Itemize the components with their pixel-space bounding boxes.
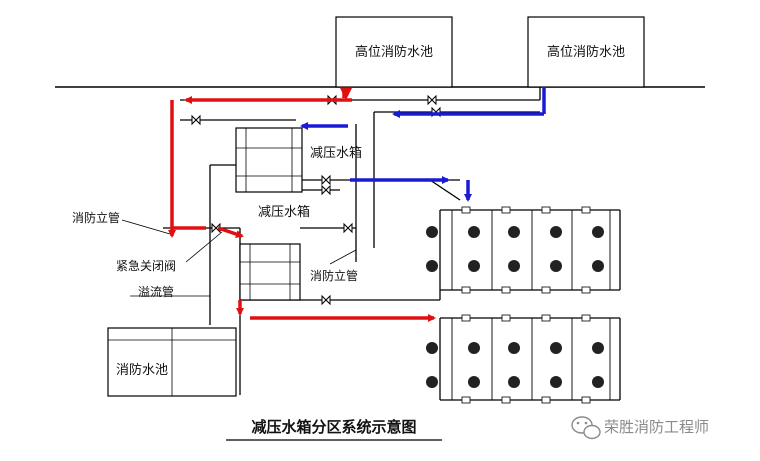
- fire-pool-label: 消防水池: [116, 362, 168, 378]
- valve-icon: [191, 94, 441, 306]
- watermark-text: 荣胜消防工程师: [604, 418, 709, 436]
- overflow-pipe-label: 溢流管: [138, 284, 174, 299]
- riser-left-label: 消防立管: [72, 210, 120, 225]
- emergency-valve-label: 紧急关闭阀: [116, 258, 176, 273]
- high-tank-right-label: 高位消防水池: [547, 44, 625, 60]
- pressure-box-lower: [239, 243, 301, 301]
- pressure-box-upper: [235, 127, 303, 193]
- blue-flow: [300, 87, 546, 202]
- hydrant-grid-upper: [426, 206, 611, 294]
- riser-right-label: 消防立管: [310, 268, 358, 283]
- pressure-box-lower-label: 减压水箱: [258, 204, 310, 220]
- red-flow: [168, 90, 436, 322]
- hydrant-grid-lower: [426, 314, 611, 404]
- high-tank-right: [527, 16, 645, 88]
- diagram-caption: 减压水箱分区系统示意图: [251, 418, 416, 436]
- high-tank-left-label: 高位消防水池: [355, 44, 433, 60]
- high-tank-left: [335, 16, 453, 88]
- pressure-box-upper-label: 减压水箱: [310, 145, 362, 161]
- wechat-icon: [571, 416, 601, 440]
- fire-pool: [107, 327, 237, 397]
- leader-lines: [121, 219, 357, 297]
- red-arrow-down: [340, 88, 352, 100]
